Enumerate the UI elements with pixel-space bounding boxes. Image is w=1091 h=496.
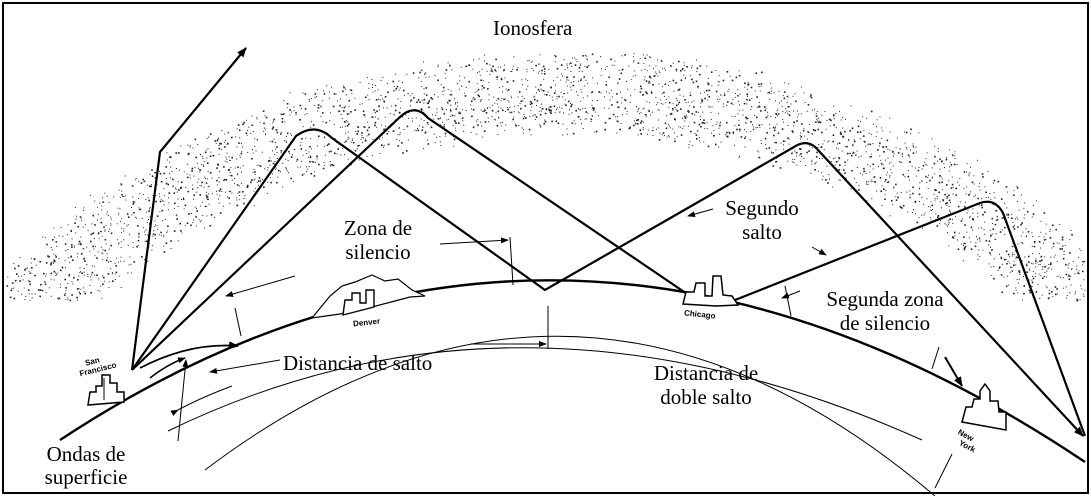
surface-wave-leader bbox=[177, 359, 189, 442]
chicago-icon bbox=[682, 275, 740, 307]
surface-waves-label: Ondas de superficie bbox=[44, 442, 128, 489]
skywave-ray-3 bbox=[729, 200, 1087, 437]
earth-surface bbox=[59, 279, 1086, 463]
double-skip-distance-label: Distancia de doble salto bbox=[653, 361, 759, 409]
silence-zone-dim-right bbox=[439, 237, 509, 245]
surface-wave-arrow bbox=[139, 341, 239, 369]
silence-zone-dim-left bbox=[225, 275, 296, 297]
escaping-ray bbox=[130, 47, 247, 371]
second-silence-zone-label: Segunda zona de silencio bbox=[826, 287, 944, 335]
skywave-ray-1 bbox=[131, 128, 1084, 437]
silence-zone-label: Zona de silencio bbox=[343, 216, 413, 264]
new-york-icon bbox=[961, 382, 1007, 431]
denver-icon bbox=[310, 274, 426, 319]
skip-distance-label: Distancia de salto bbox=[283, 351, 433, 375]
second-hop-label: Segundo salto bbox=[725, 196, 799, 244]
ionosphere-label: Ionosfera bbox=[493, 16, 573, 40]
san-francisco-icon bbox=[87, 374, 125, 406]
skywave-ray-2 bbox=[131, 109, 697, 371]
skip-distance-arc bbox=[167, 347, 923, 441]
ionosphere-band bbox=[6, 52, 1086, 302]
double-skip-arc bbox=[204, 335, 936, 496]
surface-wave-arrow-small bbox=[149, 357, 186, 379]
